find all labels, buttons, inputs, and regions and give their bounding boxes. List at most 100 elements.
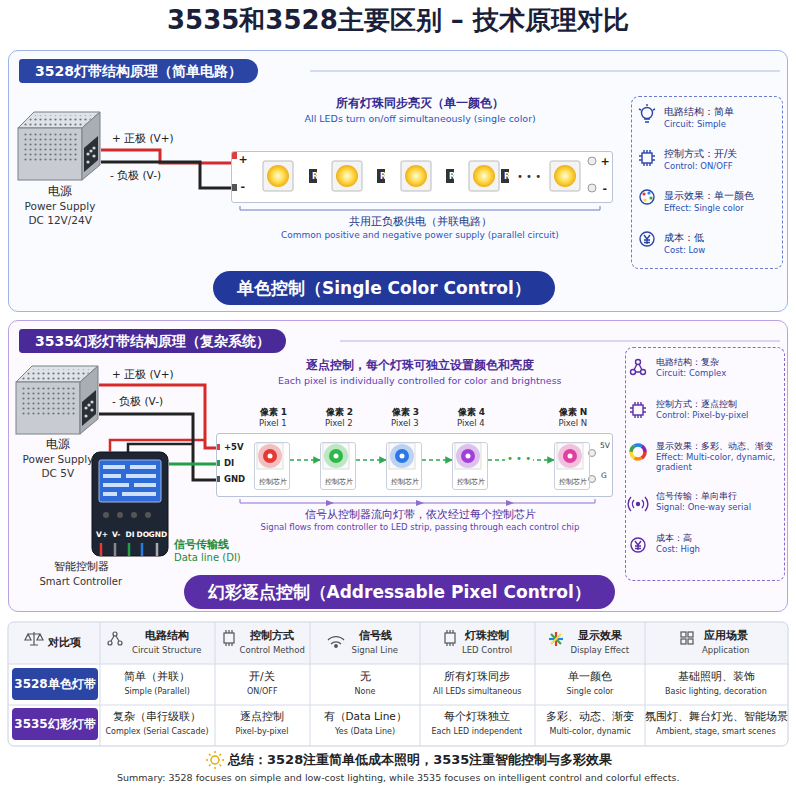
led-strip <box>588 184 596 192</box>
pixel-name-en: Pixel 1 <box>259 419 287 429</box>
pixel-name: 像素 N <box>559 407 588 417</box>
table-icon <box>447 630 453 646</box>
table-cell: 氛围灯、舞台灯光、智能场景 <box>645 710 788 722</box>
led-strip <box>550 161 580 191</box>
table-icon <box>111 636 119 641</box>
device-name: 电源 <box>48 185 72 199</box>
edge-label: - 负极 (V-) <box>110 395 165 407</box>
table-cell: 多彩、动态、渐变 <box>546 710 634 722</box>
table-cell: Simple (Parallel) <box>125 687 190 696</box>
section-heading: 3535幻彩灯带结构原理（复杂系统） <box>19 329 286 353</box>
side-text: 显示效果：多彩、动态、渐变 <box>656 441 780 451</box>
pixel-box: 像素 2Pixel 2控制芯片 <box>320 442 356 490</box>
side-text-en: Cost: High <box>656 544 780 554</box>
panel-ground <box>340 340 780 342</box>
pixel-name: 像素 4 <box>458 407 485 417</box>
side-text-en: Effect: Multi-color, dynamic, gradient <box>656 452 780 472</box>
rainbow-icon <box>631 445 645 459</box>
table-icon <box>688 639 693 644</box>
table-cell: 逐点控制 <box>240 710 284 722</box>
pixel-strip <box>215 432 612 506</box>
pin-name: 5V <box>600 442 610 451</box>
terminal-sign: + <box>601 156 610 169</box>
table-cell: All LEDs simultaneous <box>433 687 521 696</box>
pixel-box: 像素 3Pixel 3控制芯片 <box>386 442 422 490</box>
controller-body <box>131 512 137 518</box>
controller-body <box>100 543 103 556</box>
terminal-sign: + <box>239 154 248 167</box>
side-text: 控制方式：逐点控制 <box>656 399 780 409</box>
palette-dots <box>649 196 652 199</box>
table-cell: Each LED independent <box>432 727 523 736</box>
pin-name: V+ <box>96 531 108 540</box>
side-icon <box>642 153 652 163</box>
table-cell: Display Effect <box>571 646 630 656</box>
panel-ground <box>8 50 788 612</box>
summary-text: 总结：3528注重简单低成本照明，3535注重智能控制与多彩效果 <box>228 753 612 768</box>
table-icon <box>681 632 686 637</box>
palette-dots <box>647 191 650 194</box>
table-icon <box>118 641 122 645</box>
table-icon <box>224 633 234 643</box>
rainbow-icon <box>631 445 645 459</box>
table-icon <box>688 632 693 637</box>
mode-pill: 单色控制（Single Color Control） <box>213 271 555 305</box>
led-strip: +-RRRR• • •+- <box>231 151 613 203</box>
chip-label: 控制芯片 <box>325 478 353 486</box>
led-strip <box>401 161 431 191</box>
resistor-label: R <box>380 172 386 181</box>
led-strip <box>267 165 289 187</box>
table-cell: Signal Line <box>352 646 399 656</box>
chip-label: 控制芯片 <box>457 478 485 486</box>
feature-panel: 电路结构：复杂Circuit: Complex控制方式：逐点控制Control:… <box>625 347 785 581</box>
side-text: 信号传输：单向串行 <box>656 491 780 501</box>
palette-dots <box>642 192 645 195</box>
table-icon <box>25 630 693 647</box>
pixel-strip <box>257 443 283 469</box>
side-icon <box>631 370 636 375</box>
side-text: 电路结构：简单 <box>664 106 778 118</box>
pill-text: 单色控制（Single Color Control） <box>237 278 531 298</box>
pixel-box: 像素 4Pixel 4控制芯片 <box>452 442 488 490</box>
led-strip <box>230 150 612 202</box>
pixel-box: 像素 1Pixel 1控制芯片 <box>254 442 290 490</box>
controller-body <box>128 444 193 452</box>
wire <box>169 463 216 466</box>
pin-name: GND <box>224 475 245 485</box>
side-icon <box>641 370 646 375</box>
led-strip <box>230 150 612 210</box>
controller-body <box>156 543 159 556</box>
pill-text: 幻彩逐点控制（Addressable Pixel Control） <box>208 582 591 602</box>
terminal-sign: - <box>241 181 246 194</box>
side-icon <box>631 538 645 552</box>
pin-name: +5V <box>224 443 244 453</box>
side-text-en: Signal: One-way serial <box>656 502 780 512</box>
side-icon <box>635 541 641 550</box>
pixel-strip <box>563 449 577 463</box>
table-cell: 所有灯珠同步 <box>444 670 510 682</box>
summary-text: Summary: 3528 focuses on simple and low-… <box>117 773 679 784</box>
sun-icon <box>211 756 219 764</box>
pixel-strip <box>268 454 273 459</box>
chip-label: 控制芯片 <box>259 478 287 486</box>
controller-body <box>103 465 125 469</box>
side-text-en: Circuit: Complex <box>656 368 780 378</box>
table-cell: 灯珠控制 <box>465 630 509 643</box>
signal-arrow <box>290 459 320 461</box>
table-cell: 开/关 <box>249 670 275 682</box>
controller-body <box>122 492 156 496</box>
table-icon <box>328 637 344 644</box>
pin-name: V- <box>112 531 120 540</box>
pixel-strip <box>258 444 282 468</box>
table-cell: 控制方式 <box>250 630 294 643</box>
side-icon <box>634 364 642 372</box>
edge-label: 信号传输线 <box>172 538 231 550</box>
table-cell: Ambient, stage, smart scenes <box>656 727 776 736</box>
led-strip <box>588 157 596 165</box>
caption-text: Common positive and negative power suppl… <box>281 230 559 240</box>
table-cell: Control Method <box>240 646 305 656</box>
side-icon <box>630 402 646 418</box>
side-icon <box>628 497 648 511</box>
pixel-name-en: Pixel 2 <box>325 419 353 429</box>
table-cell: LED Control <box>462 646 512 656</box>
